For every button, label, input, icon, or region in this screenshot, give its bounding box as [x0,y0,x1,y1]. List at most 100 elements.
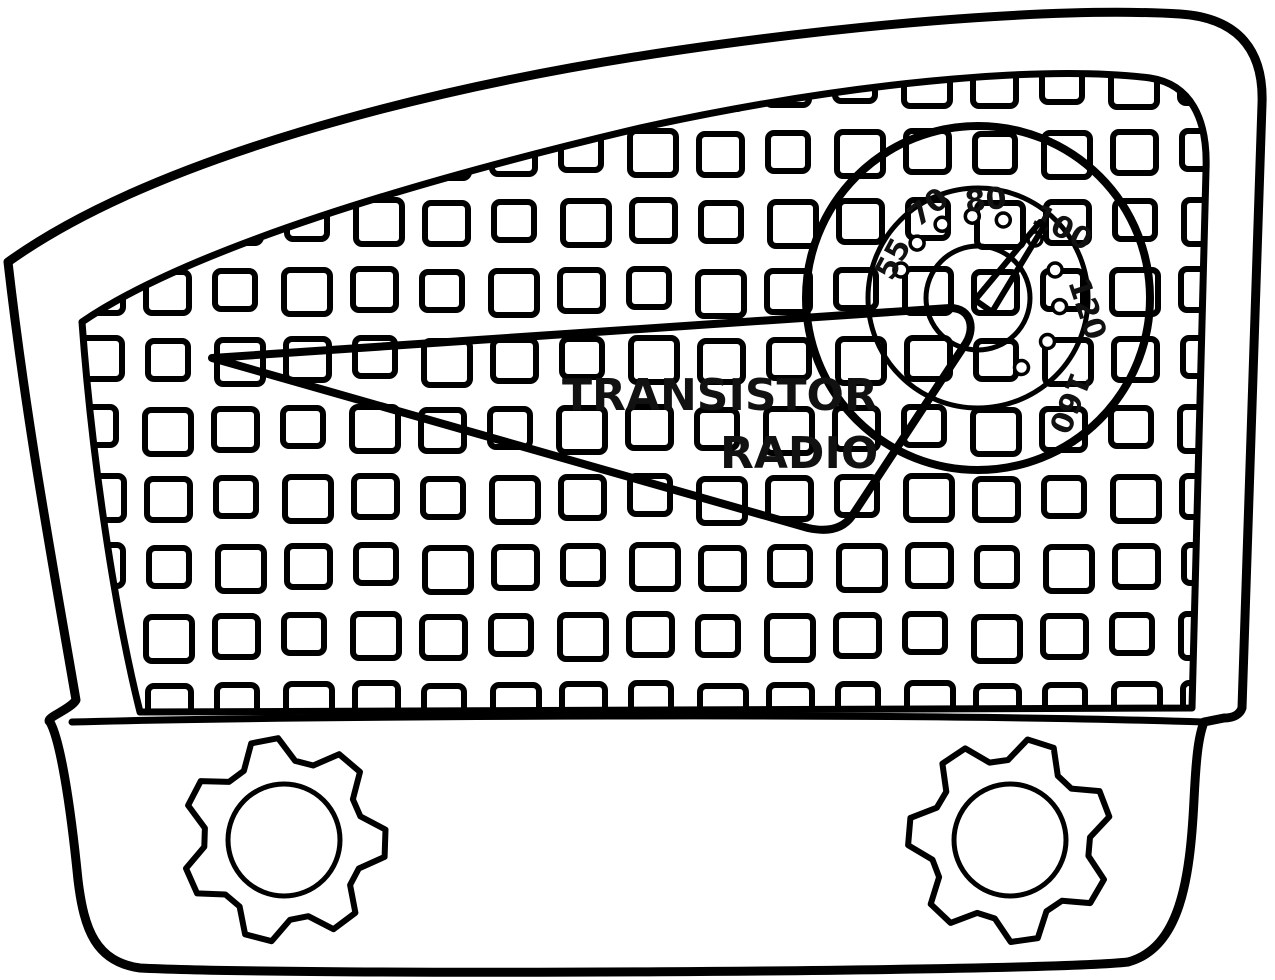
grille-cell [971,614,1023,664]
grille-cell [490,337,539,384]
grille-cell [489,475,541,525]
grille-cell [970,73,1019,109]
grille-cell [419,614,468,661]
grille-cell [280,405,326,449]
grille-cell [627,128,679,178]
grille-cell [974,545,1020,589]
grille-cell [488,268,540,318]
grille-cell [212,268,258,312]
grille-cell [560,198,612,248]
grille-cell [904,680,956,713]
grille-cell [833,267,879,311]
grille-cell [833,612,882,659]
grille-cell [1110,129,1159,176]
grille-cell [488,613,534,657]
grille-cell [559,681,608,713]
grille-cell [625,73,671,103]
grille-cell [1041,130,1093,180]
grille-cell [1043,544,1095,594]
grille-cell [283,681,335,713]
grille-cell [767,544,813,588]
dial-dot [892,261,910,279]
grille-cell [556,405,608,455]
grille-cell [767,199,819,249]
grille-cell [280,73,332,110]
grille-cell [696,131,745,178]
dial-dot [1050,297,1069,316]
grille-cell [695,614,741,658]
grille-cell [973,338,1019,382]
grille-cell [766,682,815,713]
grille-cell [82,611,120,655]
grille-cell [629,542,681,592]
brand-line-2: RADIO [720,428,878,479]
grille-cell [903,473,955,523]
grille-cell [970,407,1022,457]
grille-cell [628,335,680,385]
grille-cell [284,543,333,590]
grille-cell [422,545,474,595]
grille-cell [836,543,888,593]
grille-cell [215,544,267,594]
grille-cell [835,681,881,713]
brand-pennant: TRANSISTOR RADIO [208,304,975,534]
grille-cell [352,680,401,713]
grille-cell [1112,543,1161,590]
grille-cell [835,336,887,386]
grille-cell [1043,199,1092,246]
grille-cell [351,473,400,520]
tuning-knob [905,736,1113,945]
dial-dot [908,234,926,252]
grille-cell [146,200,198,250]
grille-cell [146,545,192,589]
grille-cell [491,544,540,591]
grille-cell [1039,73,1085,105]
grille-cell [626,266,672,310]
grille-cell [283,336,332,383]
grille-cell [1178,611,1207,661]
grille-cell [557,267,606,314]
grille-cell [142,73,191,109]
grille-cell [557,612,609,662]
grille-cell [1109,267,1161,317]
dial-needle [972,219,1047,315]
dial-dot [963,207,982,225]
knob-center [951,781,1069,899]
grille-cell [351,128,397,172]
grille-cell [1042,682,1088,713]
grille-cell [421,683,467,713]
grille-cell [905,542,954,589]
grille-cell [353,542,399,586]
volume-knob [183,735,389,945]
grille-cell [1108,73,1160,110]
grille-cell [902,611,948,655]
grille-cell [145,338,191,382]
grille-cell [491,199,537,243]
grille-cell [626,611,675,658]
grille-cell [1111,681,1163,713]
grille-cell [832,405,881,452]
grille-cell [1112,198,1158,242]
grille-cell [765,475,814,522]
grille-cell [694,73,746,112]
grille-cell [560,543,606,587]
grille-cell [419,269,465,313]
dial-dot [1046,261,1064,279]
grille-cell [698,200,744,244]
grille-cell [765,130,811,174]
grille-cell [694,407,740,451]
grille-cell [142,407,194,457]
dial-dot [1038,332,1057,351]
grille-cell [82,128,124,175]
grille-cell [82,404,119,448]
grille-cell [211,406,260,453]
knob-center [225,781,343,899]
dial-number: 80 [963,181,1008,220]
grille-cell [764,613,816,663]
grille-cell [145,683,194,713]
grille-cell [628,680,674,713]
dial-dot [994,211,1013,229]
grille-cell [349,73,398,106]
grille-cell [1040,613,1089,660]
